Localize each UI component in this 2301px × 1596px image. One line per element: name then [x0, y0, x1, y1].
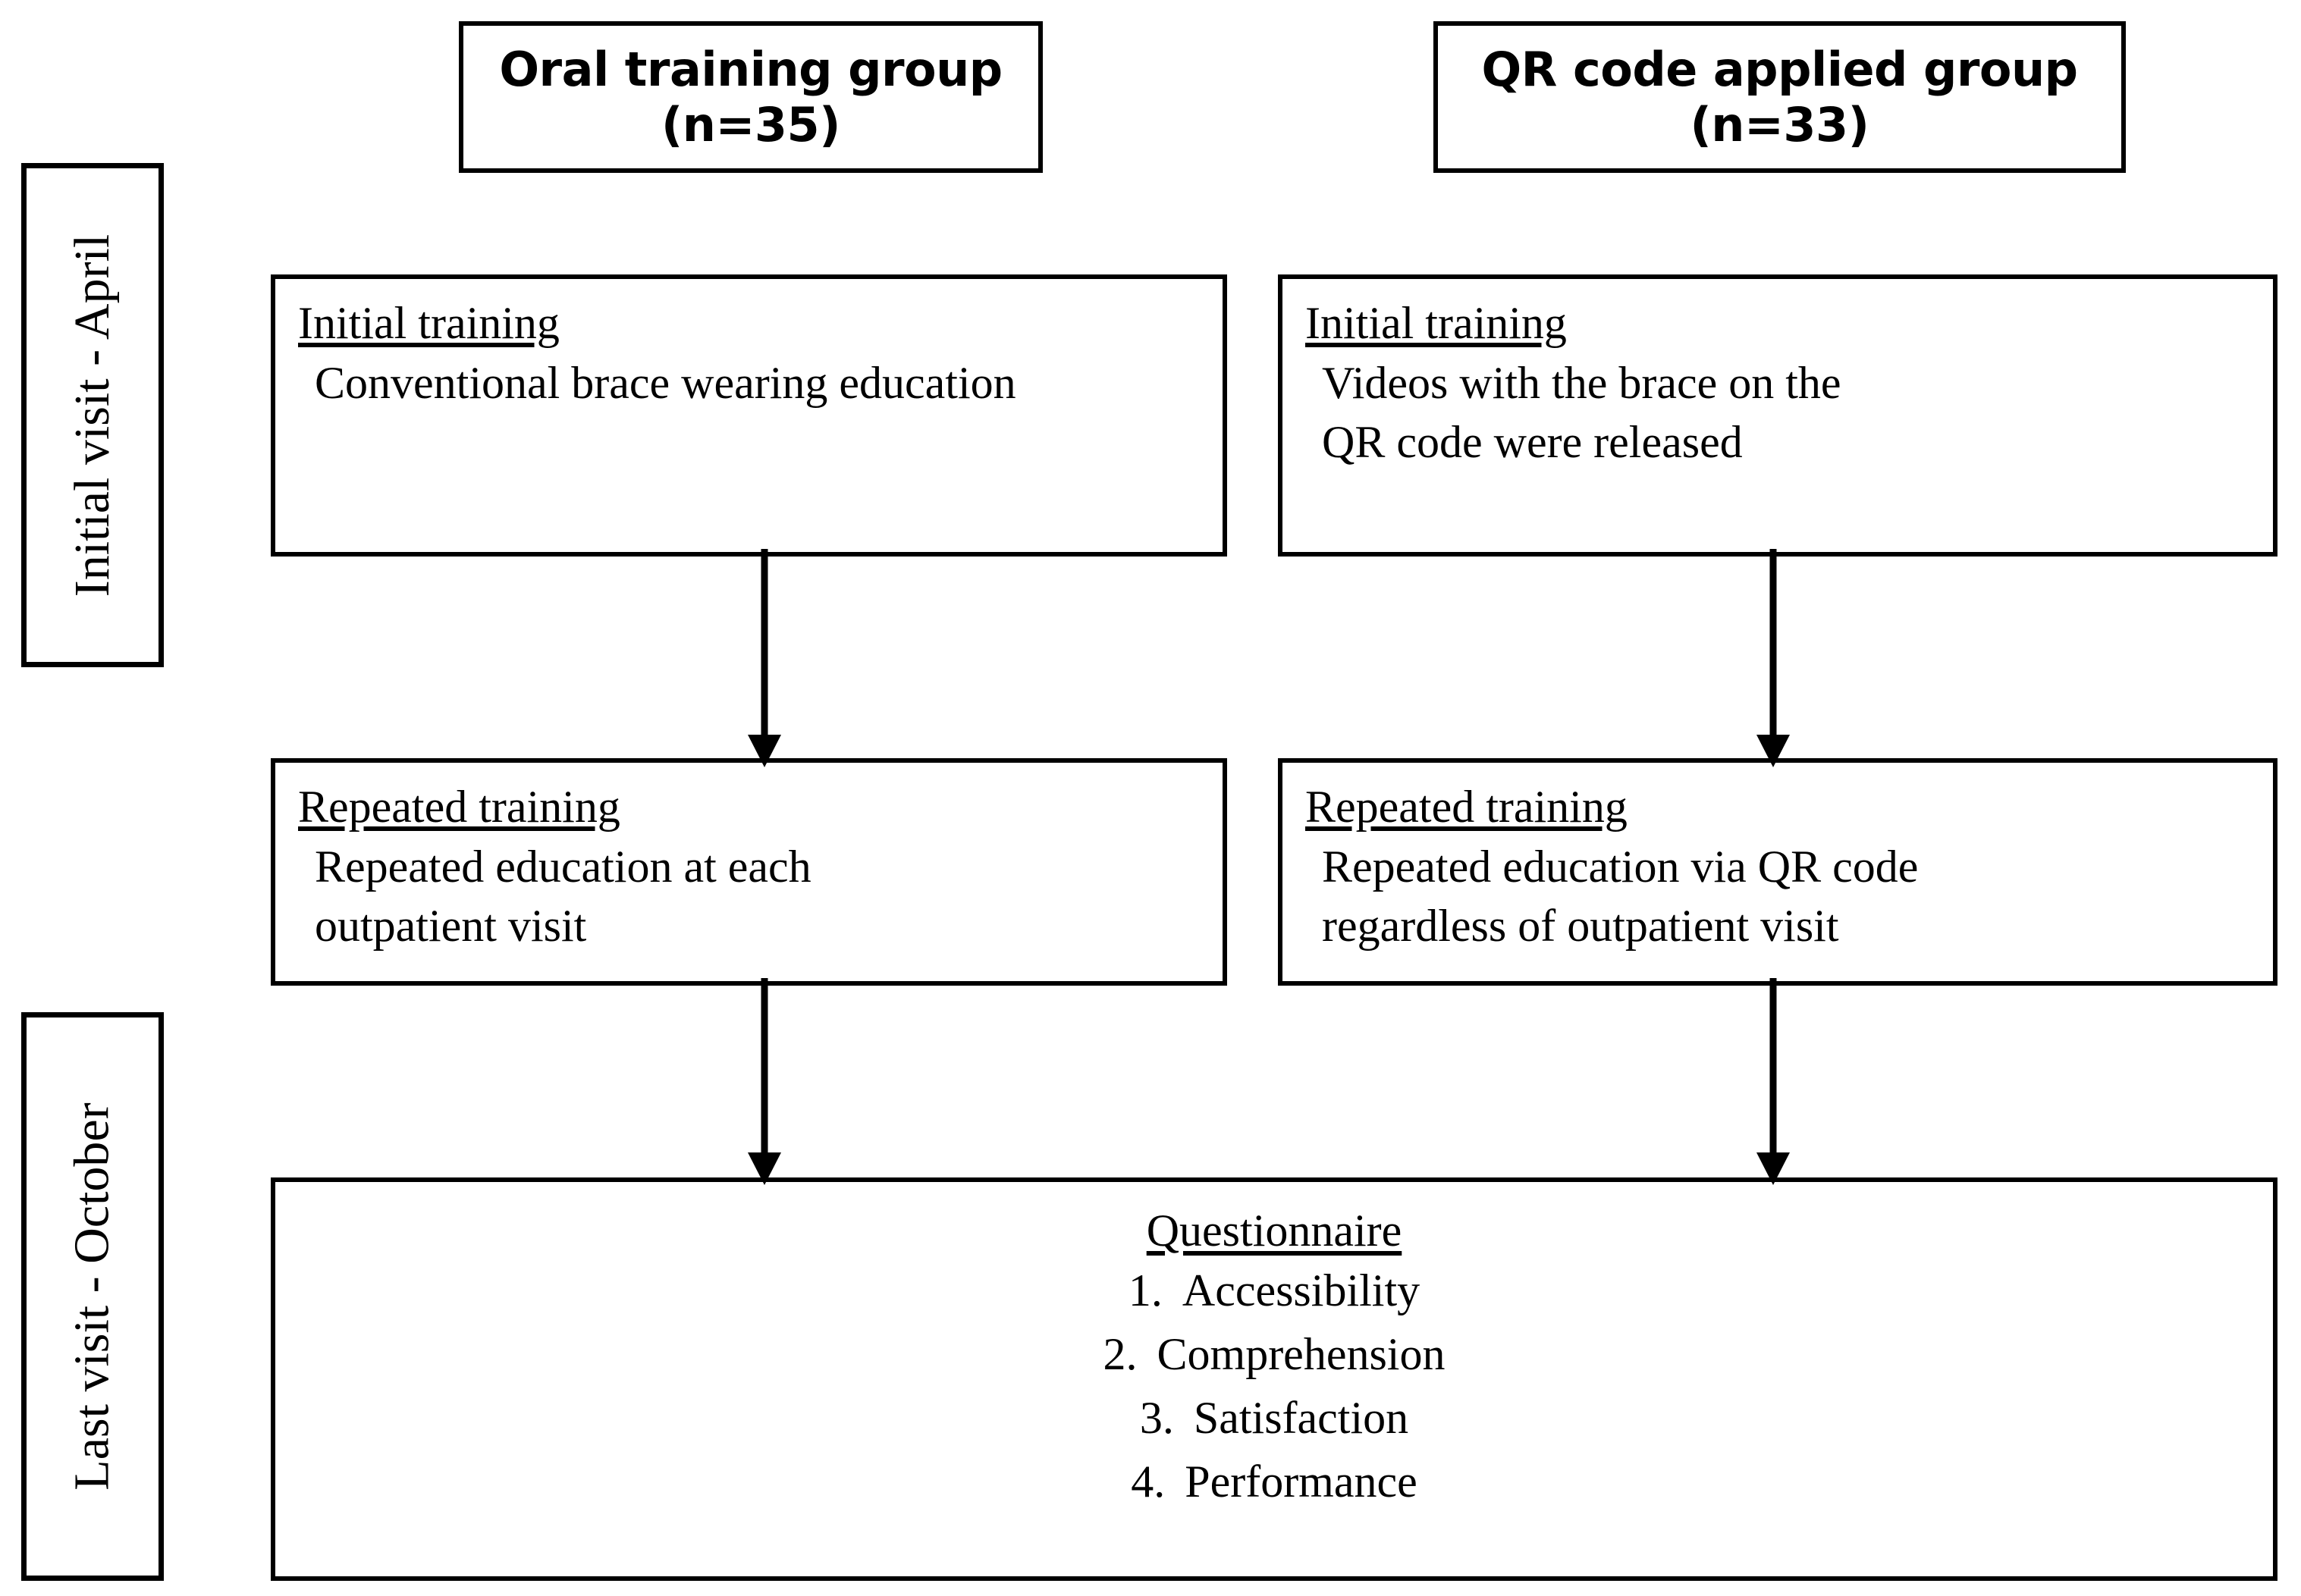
step-title-oral-repeated-training: Repeated training	[298, 782, 620, 832]
questionnaire-item-label: Accessibility	[1182, 1265, 1420, 1316]
step-title-qr-repeated-training: Repeated training	[1305, 782, 1628, 832]
step-body-line: Conventional brace wearing education	[315, 357, 1016, 408]
step-box-oral-repeated-training: Repeated training Repeated education at …	[271, 758, 1227, 986]
questionnaire-item-label: Performance	[1185, 1456, 1417, 1507]
questionnaire-item-label: Satisfaction	[1193, 1393, 1409, 1444]
questionnaire-item-label: Comprehension	[1157, 1329, 1446, 1380]
arrow-oral-initial-to-repeated	[748, 549, 781, 767]
questionnaire-item: 3. Satisfaction	[275, 1386, 2273, 1450]
group-header-oral-count: (n=35)	[661, 97, 841, 152]
step-body-line: Repeated education via QR code	[1322, 841, 1919, 892]
step-box-oral-initial-training: Initial training Conventional brace wear…	[271, 274, 1227, 557]
step-body-line: Videos with the brace on the	[1322, 357, 1841, 408]
step-body-oral-initial-training: Conventional brace wearing education	[298, 353, 1200, 412]
group-header-oral: Oral training group (n=35)	[459, 21, 1043, 173]
step-title-qr-initial-training: Initial training	[1305, 298, 1567, 348]
arrow-qr-repeated-to-questionnaire	[1756, 978, 1790, 1185]
phase-label-initial-visit-text: Initial visit - April	[64, 234, 120, 597]
group-header-oral-name: Oral training group	[499, 41, 1003, 97]
questionnaire-item-number: 2.	[1103, 1329, 1138, 1380]
questionnaire-item-number: 4.	[1131, 1456, 1166, 1507]
arrow-oral-repeated-to-questionnaire	[748, 978, 781, 1185]
phase-label-last-visit: Last visit - October	[21, 1012, 164, 1581]
questionnaire-item-number: 3.	[1139, 1393, 1174, 1444]
group-header-qr: QR code applied group (n=33)	[1433, 21, 2126, 173]
questionnaire-box: Questionnaire 1. Accessibility 2. Comprehe…	[271, 1177, 2277, 1581]
step-body-qr-repeated-training: Repeated education via QR code regardles…	[1305, 837, 2250, 955]
questionnaire-item-number: 1.	[1128, 1265, 1163, 1316]
group-header-qr-count: (n=33)	[1690, 97, 1869, 152]
group-header-qr-name: QR code applied group	[1481, 41, 2078, 97]
step-body-qr-initial-training: Videos with the brace on the QR code wer…	[1305, 353, 2250, 472]
phase-label-last-visit-text: Last visit - October	[64, 1102, 120, 1491]
step-box-qr-initial-training: Initial training Videos with the brace o…	[1278, 274, 2277, 557]
questionnaire-item: 4. Performance	[275, 1450, 2273, 1513]
step-body-line: outpatient visit	[315, 900, 587, 951]
phase-label-initial-visit: Initial visit - April	[21, 163, 164, 667]
step-body-line: regardless of outpatient visit	[1322, 900, 1839, 951]
questionnaire-item: 2. Comprehension	[275, 1322, 2273, 1386]
questionnaire-item: 1. Accessibility	[275, 1259, 2273, 1322]
step-body-line: QR code were released	[1322, 416, 1743, 467]
questionnaire-title: Questionnaire	[1146, 1206, 1402, 1256]
step-body-line: Repeated education at each	[315, 841, 811, 892]
step-title-oral-initial-training: Initial training	[298, 298, 560, 348]
step-box-qr-repeated-training: Repeated training Repeated education via…	[1278, 758, 2277, 986]
step-body-oral-repeated-training: Repeated education at each outpatient vi…	[298, 837, 1200, 955]
arrow-qr-initial-to-repeated	[1756, 549, 1790, 767]
questionnaire-item-list: 1. Accessibility 2. Comprehension 3. Satisf…	[275, 1259, 2273, 1513]
